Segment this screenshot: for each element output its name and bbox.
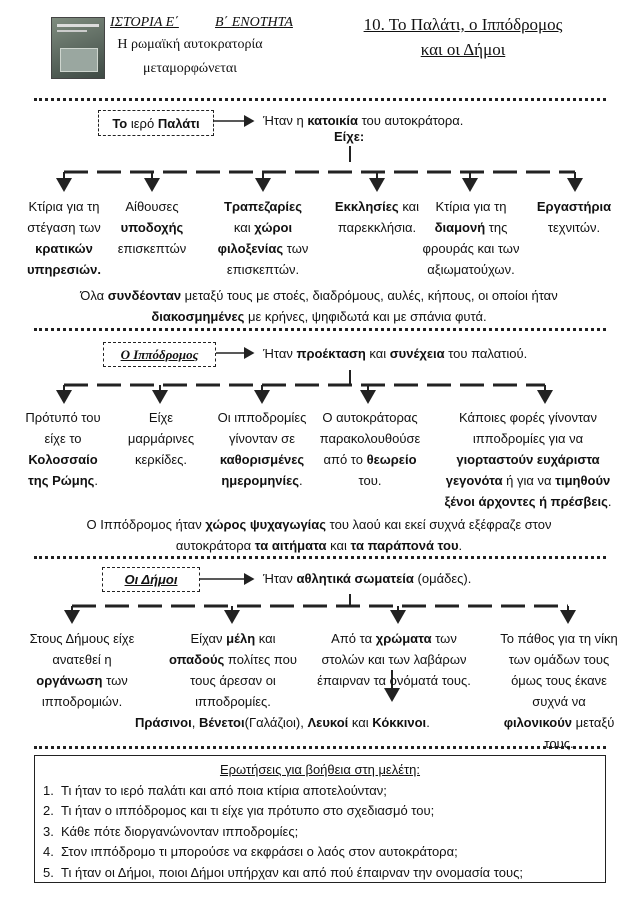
divider-4 [34, 746, 606, 749]
hippodrome-description: Ήταν προέκταση και συνέχεια του παλατιού… [263, 346, 528, 361]
lesson-title-line1: 10. Το Παλάτι, ο Ιππόδρομος [363, 15, 563, 34]
question-number: 4. [43, 844, 54, 859]
questions-title: Ερωτήσεις για βοήθεια στη μελέτη: [219, 762, 421, 777]
question-item: 1. Τι ήταν το ιερό παλάτι και από ποια κτ… [43, 781, 605, 802]
hippodrome-item-celebrations: Κάποιες φορές γίνονταν ιπποδρομίες για ν… [444, 410, 612, 509]
questions-box: Ερωτήσεις για βοήθεια στη μελέτη: 1. Τι ή… [34, 755, 606, 883]
demes-item-rivalry: Το πάθος για τη νίκη των ομάδων τους όμω… [500, 631, 618, 751]
palace-had-label: Είχε: [334, 129, 365, 144]
question-number: 5. [43, 864, 54, 880]
divider-2 [34, 328, 606, 331]
palace-item-state-buildings: Κτίρια για τη στέγαση των κρατικών υπηρε… [26, 199, 101, 277]
palace-item-reception-halls: Αίθουσες υποδοχής επισκεπτών [117, 199, 187, 256]
demes-description: Ήταν αθλητικά σωματεία (ομάδες). [263, 571, 472, 586]
palace-summary: Όλα συνδέονταν μεταξύ τους με στοές, δια… [80, 288, 558, 324]
unit-title-line2: μεταμορφώνεται [142, 61, 238, 76]
question-number: 1. [43, 782, 54, 798]
questions-list: 1. Τι ήταν το ιερό παλάτι και από ποια κτ… [43, 781, 605, 884]
demes-box: Οι Δήμοι [102, 567, 200, 592]
hippodrome-item-stands: Είχε μαρμάρινες κερκίδες. [127, 410, 195, 467]
question-text: Τι ήταν οι Δήμοι, ποιοι Δήμοι υπήρχαν κα… [61, 864, 523, 880]
demes-names: Πράσινοι, Βένετοι(Γαλάζιοι), Λευκοί και … [135, 715, 430, 730]
divider-3 [34, 556, 606, 559]
book-cover-image [51, 17, 105, 79]
hippodrome-summary: Ο Ιππόδρομος ήταν χώρος ψυχαγωγίας του λ… [86, 517, 552, 553]
hippodrome-box: Ο Ιππόδρομος [103, 342, 216, 367]
demes-item-members: Είχαν μέλη και οπαδούς πολίτες που τους … [168, 631, 298, 709]
question-item: 4. Στον ιππόδρομο τι μπορούσε να εκφράσει… [43, 842, 605, 863]
unit-title-line1: Η ρωμαϊκή αυτοκρατορία [117, 37, 263, 52]
palace-box: Το ιερό Παλάτι [98, 110, 214, 136]
palace-description: Ήταν η κατοικία του αυτοκράτορα. [263, 113, 464, 128]
question-text: Στον ιππόδρομο τι μπορούσε να εκφράσει ο… [61, 844, 458, 859]
question-text: Τι ήταν το ιερό παλάτι και από ποια κτίρ… [61, 782, 387, 798]
palace-item-churches: Εκκλησίες και παρεκκλήσια. [334, 199, 420, 235]
question-text: Τι ήταν ο ιππόδρομος και τι είχε για πρό… [61, 803, 435, 818]
lesson-title-line2: και οι Δήμοι [420, 40, 506, 59]
palace-item-dining-halls: Τραπεζαρίες και χώροι φιλοξενίας των επι… [217, 199, 309, 277]
hippodrome-item-emperor: Ο αυτοκράτορας παρακολουθούσε από το θεω… [319, 410, 421, 488]
hippodrome-item-dates: Οι ιπποδρομίες γίνονταν σε καθορισμένες … [217, 410, 307, 488]
demes-item-organisation: Στους Δήμους είχε ανατεθεί η οργάνωση τω… [29, 631, 135, 709]
question-number: 2. [43, 803, 54, 818]
question-item: 5. Τι ήταν οι Δήμοι, ποιοι Δήμοι υπήρχαν … [43, 863, 605, 884]
question-text: Κάθε πότε διοργανώνονταν ιπποδρομίες; [61, 823, 299, 839]
divider-1 [34, 98, 606, 101]
subject-label: ΙΣΤΟΡΙΑ Ε΄ [110, 15, 179, 30]
unit-label: Β΄ ΕΝΟΤΗΤΑ [215, 15, 293, 30]
question-item: 3. Κάθε πότε διοργανώνονταν ιπποδρομίες; [43, 822, 605, 843]
demes-item-colours: Από τα χρώματα των στολών και των λαβάρω… [317, 631, 471, 688]
hippodrome-item-model: Πρότυπό του είχε το Κολοσσαίο της Ρώμης. [25, 410, 101, 488]
palace-item-workshops: Εργαστήρια τεχνιτών. [536, 199, 612, 235]
palace-item-guard-quarters: Κτίρια για τη διαμονή της φρουράς και τω… [422, 199, 520, 277]
question-number: 3. [43, 823, 54, 839]
question-item: 2. Τι ήταν ο ιππόδρομος και τι είχε για π… [43, 801, 605, 822]
